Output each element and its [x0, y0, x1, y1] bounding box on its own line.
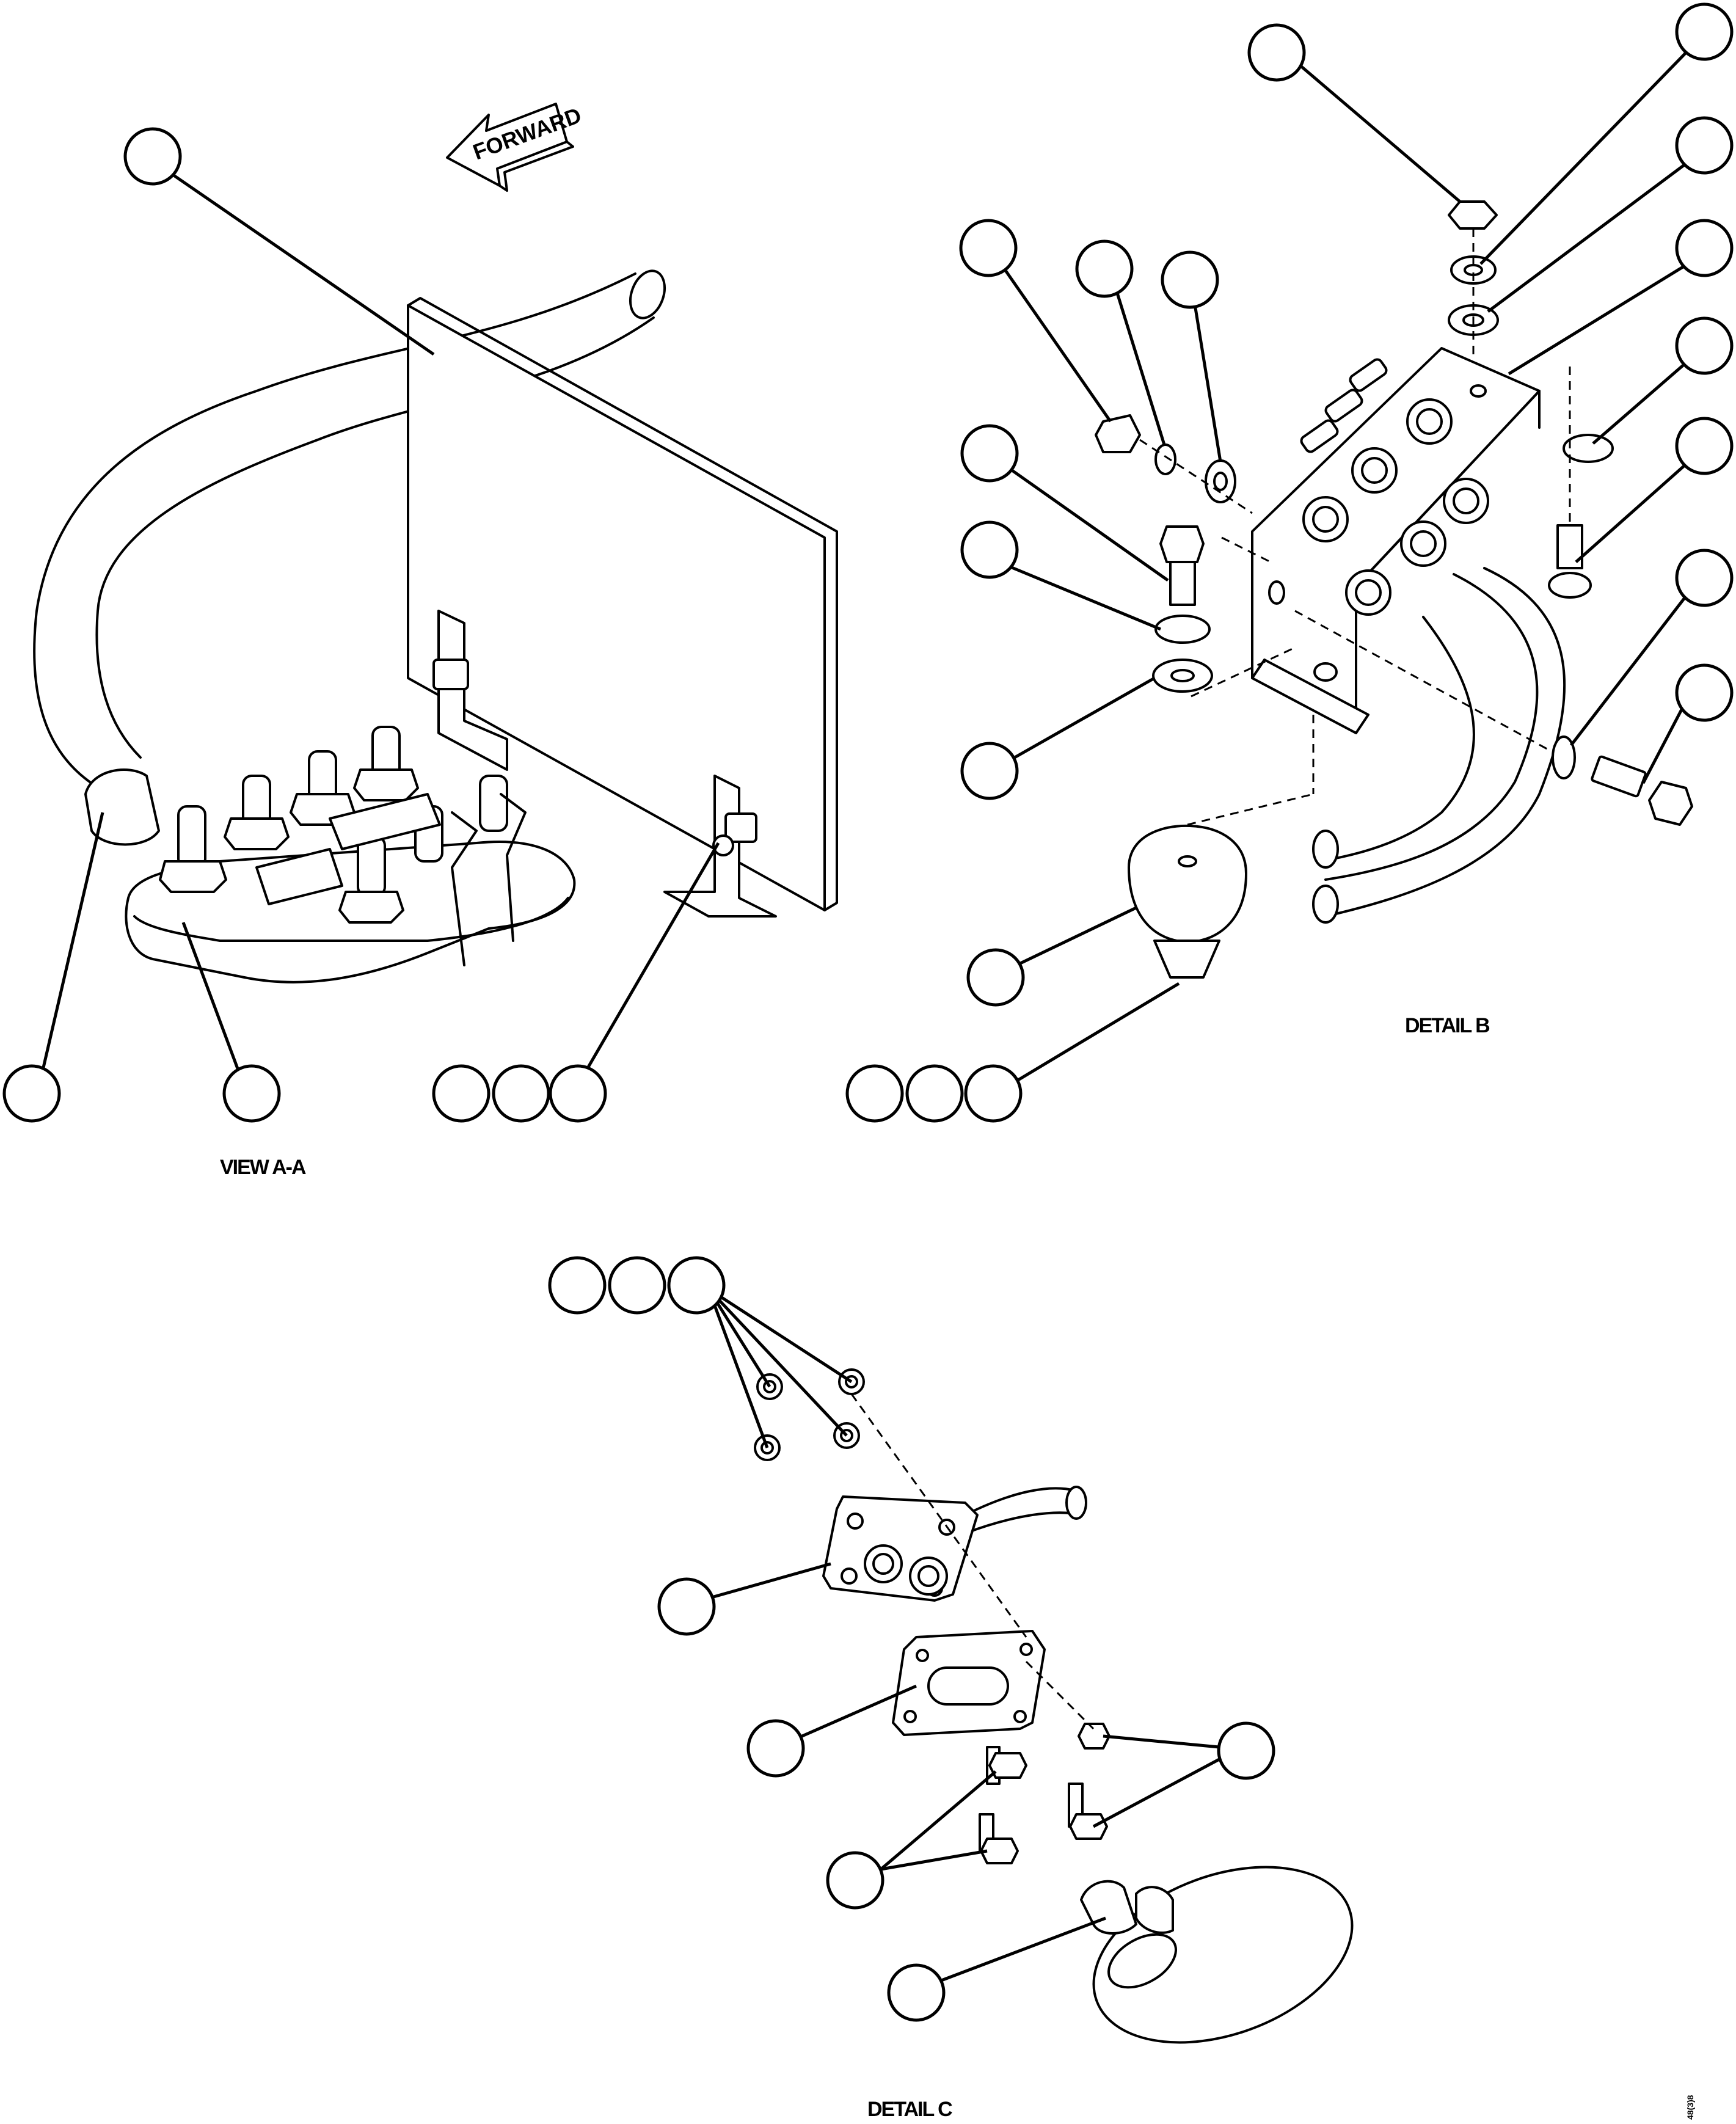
callout-bubble [887, 1963, 946, 2022]
callout-bubble [608, 1256, 666, 1315]
callout-bubble [1675, 417, 1734, 475]
callout-bubbles [2, 2, 1734, 2022]
callout-bubble [964, 1064, 1023, 1123]
callout-bubble [549, 1064, 607, 1123]
detail-b-caption: DETAIL B [1405, 1014, 1490, 1037]
callout-bubble [1675, 116, 1734, 175]
view-aa-drawing [33, 269, 838, 984]
callout-bubble [826, 1851, 884, 1910]
callout-bubble [960, 424, 1019, 483]
forward-arrow-icon: FORWARD [446, 103, 585, 192]
callout-bubble [905, 1064, 964, 1123]
view-aa-caption: VIEW A-A [220, 1156, 306, 1179]
callout-bubble [1217, 1721, 1275, 1780]
callout-bubble [432, 1064, 491, 1123]
callout-bubble [1675, 2, 1734, 61]
callout-bubble [960, 742, 1019, 800]
callout-bubble [2, 1064, 61, 1123]
callout-bubble [1075, 239, 1134, 298]
callout-bubble [123, 127, 182, 186]
detail-c-caption: DETAIL C [867, 2098, 952, 2121]
callout-bubble [657, 1577, 716, 1636]
callout-bubble [492, 1064, 550, 1123]
callout-bubble [667, 1256, 726, 1315]
detail-c-drawing [754, 1368, 1354, 2044]
callout-bubble [1675, 549, 1734, 607]
callout-bubble [746, 1719, 805, 1778]
callout-bubble [1675, 663, 1734, 722]
callout-bubble [845, 1064, 904, 1123]
callout-bubble [959, 219, 1018, 277]
detail-b-drawing [1095, 200, 1693, 979]
callout-bubble [960, 520, 1019, 579]
callout-bubble [548, 1256, 607, 1315]
callout-bubble [1161, 250, 1219, 309]
callout-bubble [1247, 23, 1306, 82]
callout-bubble [222, 1064, 281, 1123]
callout-bubble [966, 948, 1025, 1007]
figure-number: 48(3)8 [1685, 2095, 1695, 2120]
callout-bubble [1675, 219, 1734, 277]
callout-bubble [1675, 316, 1734, 375]
